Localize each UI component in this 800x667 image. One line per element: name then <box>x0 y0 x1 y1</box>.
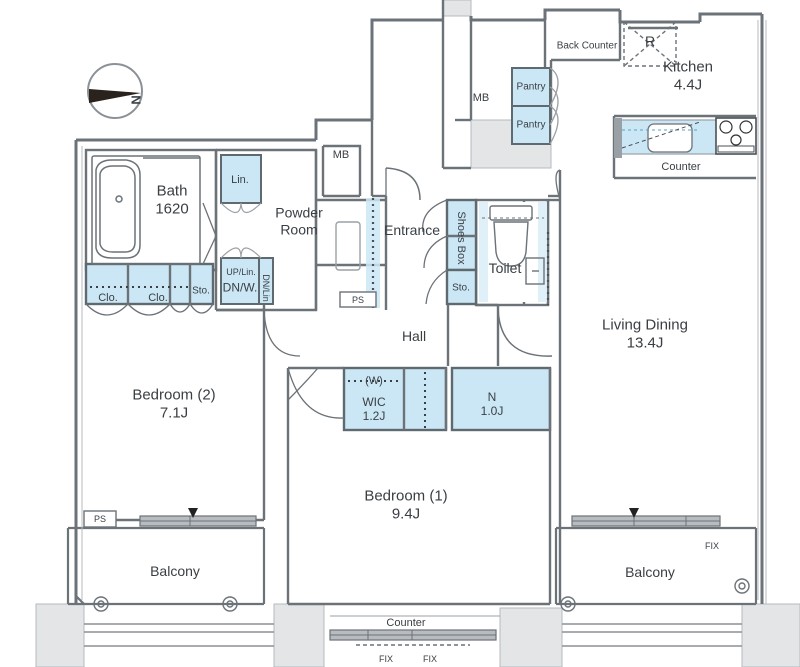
closet-rails <box>90 286 426 428</box>
powder-room-sink <box>335 221 361 271</box>
balcony-drains <box>93 578 750 612</box>
windows <box>139 508 721 646</box>
door-swings <box>85 167 561 419</box>
north-arrow <box>86 62 144 120</box>
balcony-right <box>554 526 758 606</box>
linen-cabinet <box>220 154 262 204</box>
kitchen-sink <box>647 123 693 153</box>
toilet-fixture <box>479 202 547 302</box>
kitchen-counter <box>614 117 757 158</box>
pantry-cabinets <box>511 67 559 145</box>
bathtub <box>91 155 201 265</box>
linen-door-swing <box>220 202 262 214</box>
balcony-left <box>66 526 266 606</box>
washer-cabinet <box>220 247 274 305</box>
wall-inner-lines <box>81 20 767 604</box>
pipe-shafts <box>83 291 377 528</box>
kitchen-stove <box>715 117 757 155</box>
refrigerator-space <box>623 21 677 67</box>
balcony-railings <box>84 623 742 647</box>
